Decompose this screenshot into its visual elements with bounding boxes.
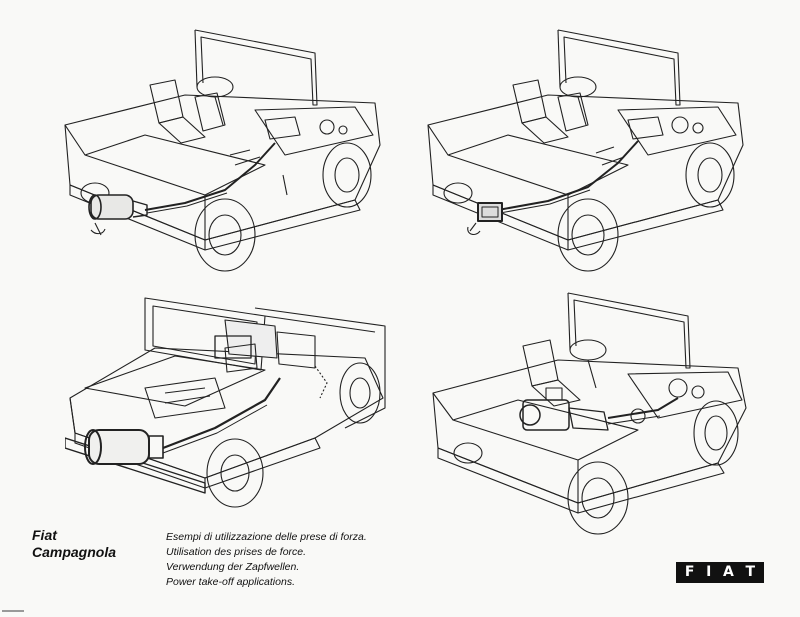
model-name-line1: Fiat xyxy=(32,527,57,543)
caption-italian: Esempi di utilizzazione delle prese di f… xyxy=(166,531,367,543)
logo-letter: F xyxy=(684,564,695,580)
caption-english: Power take-off applications. xyxy=(166,576,295,588)
corner-mark xyxy=(2,610,24,612)
illustration-rear-pto-shaft xyxy=(418,25,748,275)
caption-german: Verwendung der Zapfwellen. xyxy=(166,561,300,573)
caption-block: Esempi di utilizzazione delle prese di f… xyxy=(166,530,367,590)
logo-letter: I xyxy=(706,564,712,580)
model-name-line2: Campagnola xyxy=(32,544,117,560)
caption-french: Utilisation des prises de force. xyxy=(166,546,307,558)
logo-letter: T xyxy=(745,564,756,580)
model-name: Fiat Campagnola xyxy=(32,527,116,561)
illustration-front-winch xyxy=(65,288,395,518)
illustration-rear-winch xyxy=(55,25,385,275)
fiat-logo: F I A T xyxy=(676,562,764,583)
illustration-generator-in-bed xyxy=(428,288,758,538)
logo-letter: A xyxy=(723,564,734,580)
